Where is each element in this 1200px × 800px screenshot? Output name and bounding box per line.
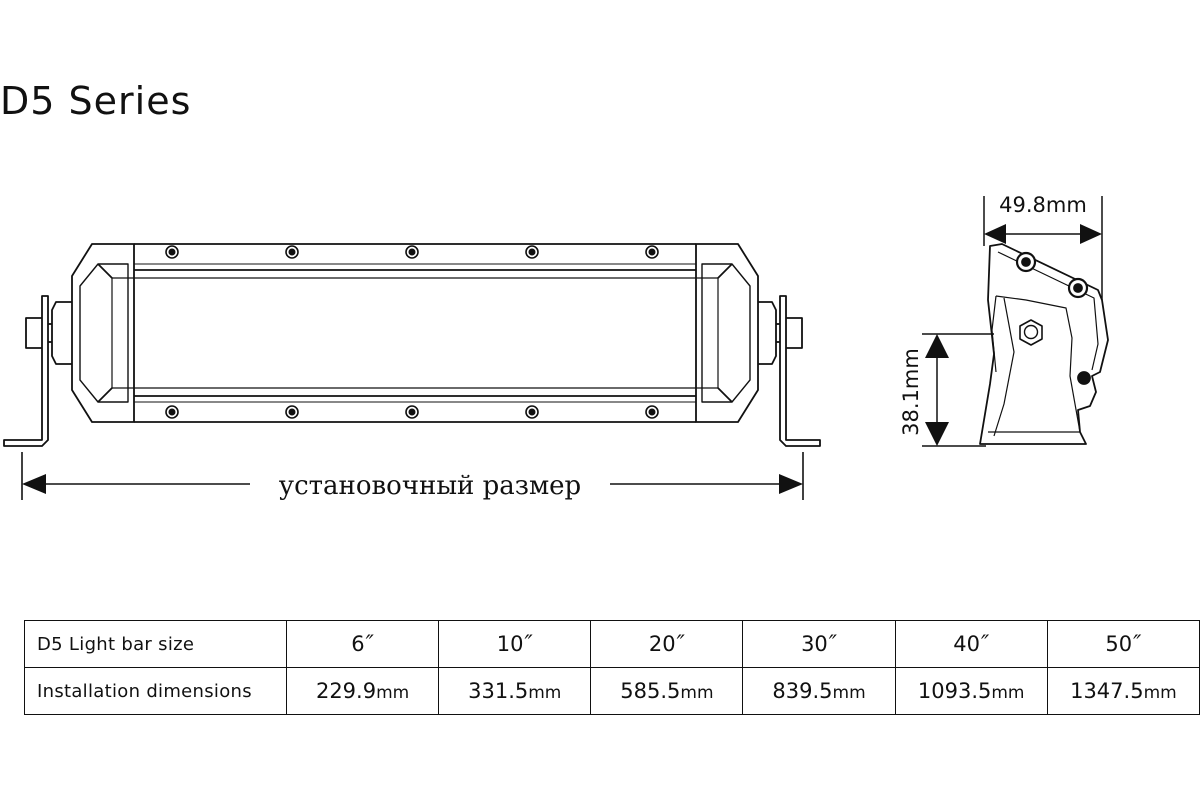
- mounting-dimension-label: установочный размер: [279, 471, 581, 501]
- side-screws: [1015, 251, 1091, 385]
- dimension-cell: 331.5mm: [438, 667, 592, 715]
- right-mount-bracket: [758, 295, 821, 447]
- size-cell: 50″: [1046, 620, 1200, 668]
- mounting-dimension: [21, 452, 804, 500]
- size-cell: 40″: [894, 620, 1048, 668]
- center-housing: [111, 243, 719, 423]
- front-view: [3, 243, 821, 447]
- size-cell: 20″: [590, 620, 744, 668]
- size-cell: 30″: [742, 620, 896, 668]
- left-mount-bracket: [3, 295, 72, 447]
- dimension-cell: 585.5mm: [590, 667, 744, 715]
- right-end-cap: [695, 243, 759, 423]
- dimension-row-label: Installation dimensions: [24, 667, 287, 715]
- size-cell: 6″: [285, 620, 440, 668]
- width-dimension: [983, 196, 1103, 300]
- width-label: 49.8mm: [999, 193, 1087, 217]
- height-dimension: [922, 333, 994, 447]
- screws: [165, 245, 659, 419]
- dimension-row: Installation dimensions 229.9mm 331.5mm …: [24, 667, 1200, 715]
- size-cell: 10″: [438, 620, 592, 668]
- dimension-cell: 1093.5mm: [894, 667, 1048, 715]
- dimension-cell: 1347.5mm: [1046, 667, 1200, 715]
- dimension-cell: 229.9mm: [285, 667, 440, 715]
- left-end-cap: [71, 243, 135, 423]
- height-label: 38.1mm: [899, 348, 923, 436]
- page-title: D5 Series: [0, 79, 192, 123]
- size-row-label: D5 Light bar size: [24, 620, 287, 668]
- side-view: [979, 243, 1109, 445]
- size-row: D5 Light bar size 6″ 10″ 20″ 30″ 40″ 50″: [24, 620, 1200, 668]
- spec-table: D5 Light bar size 6″ 10″ 20″ 30″ 40″ 50″…: [24, 620, 1200, 715]
- dimension-cell: 839.5mm: [742, 667, 896, 715]
